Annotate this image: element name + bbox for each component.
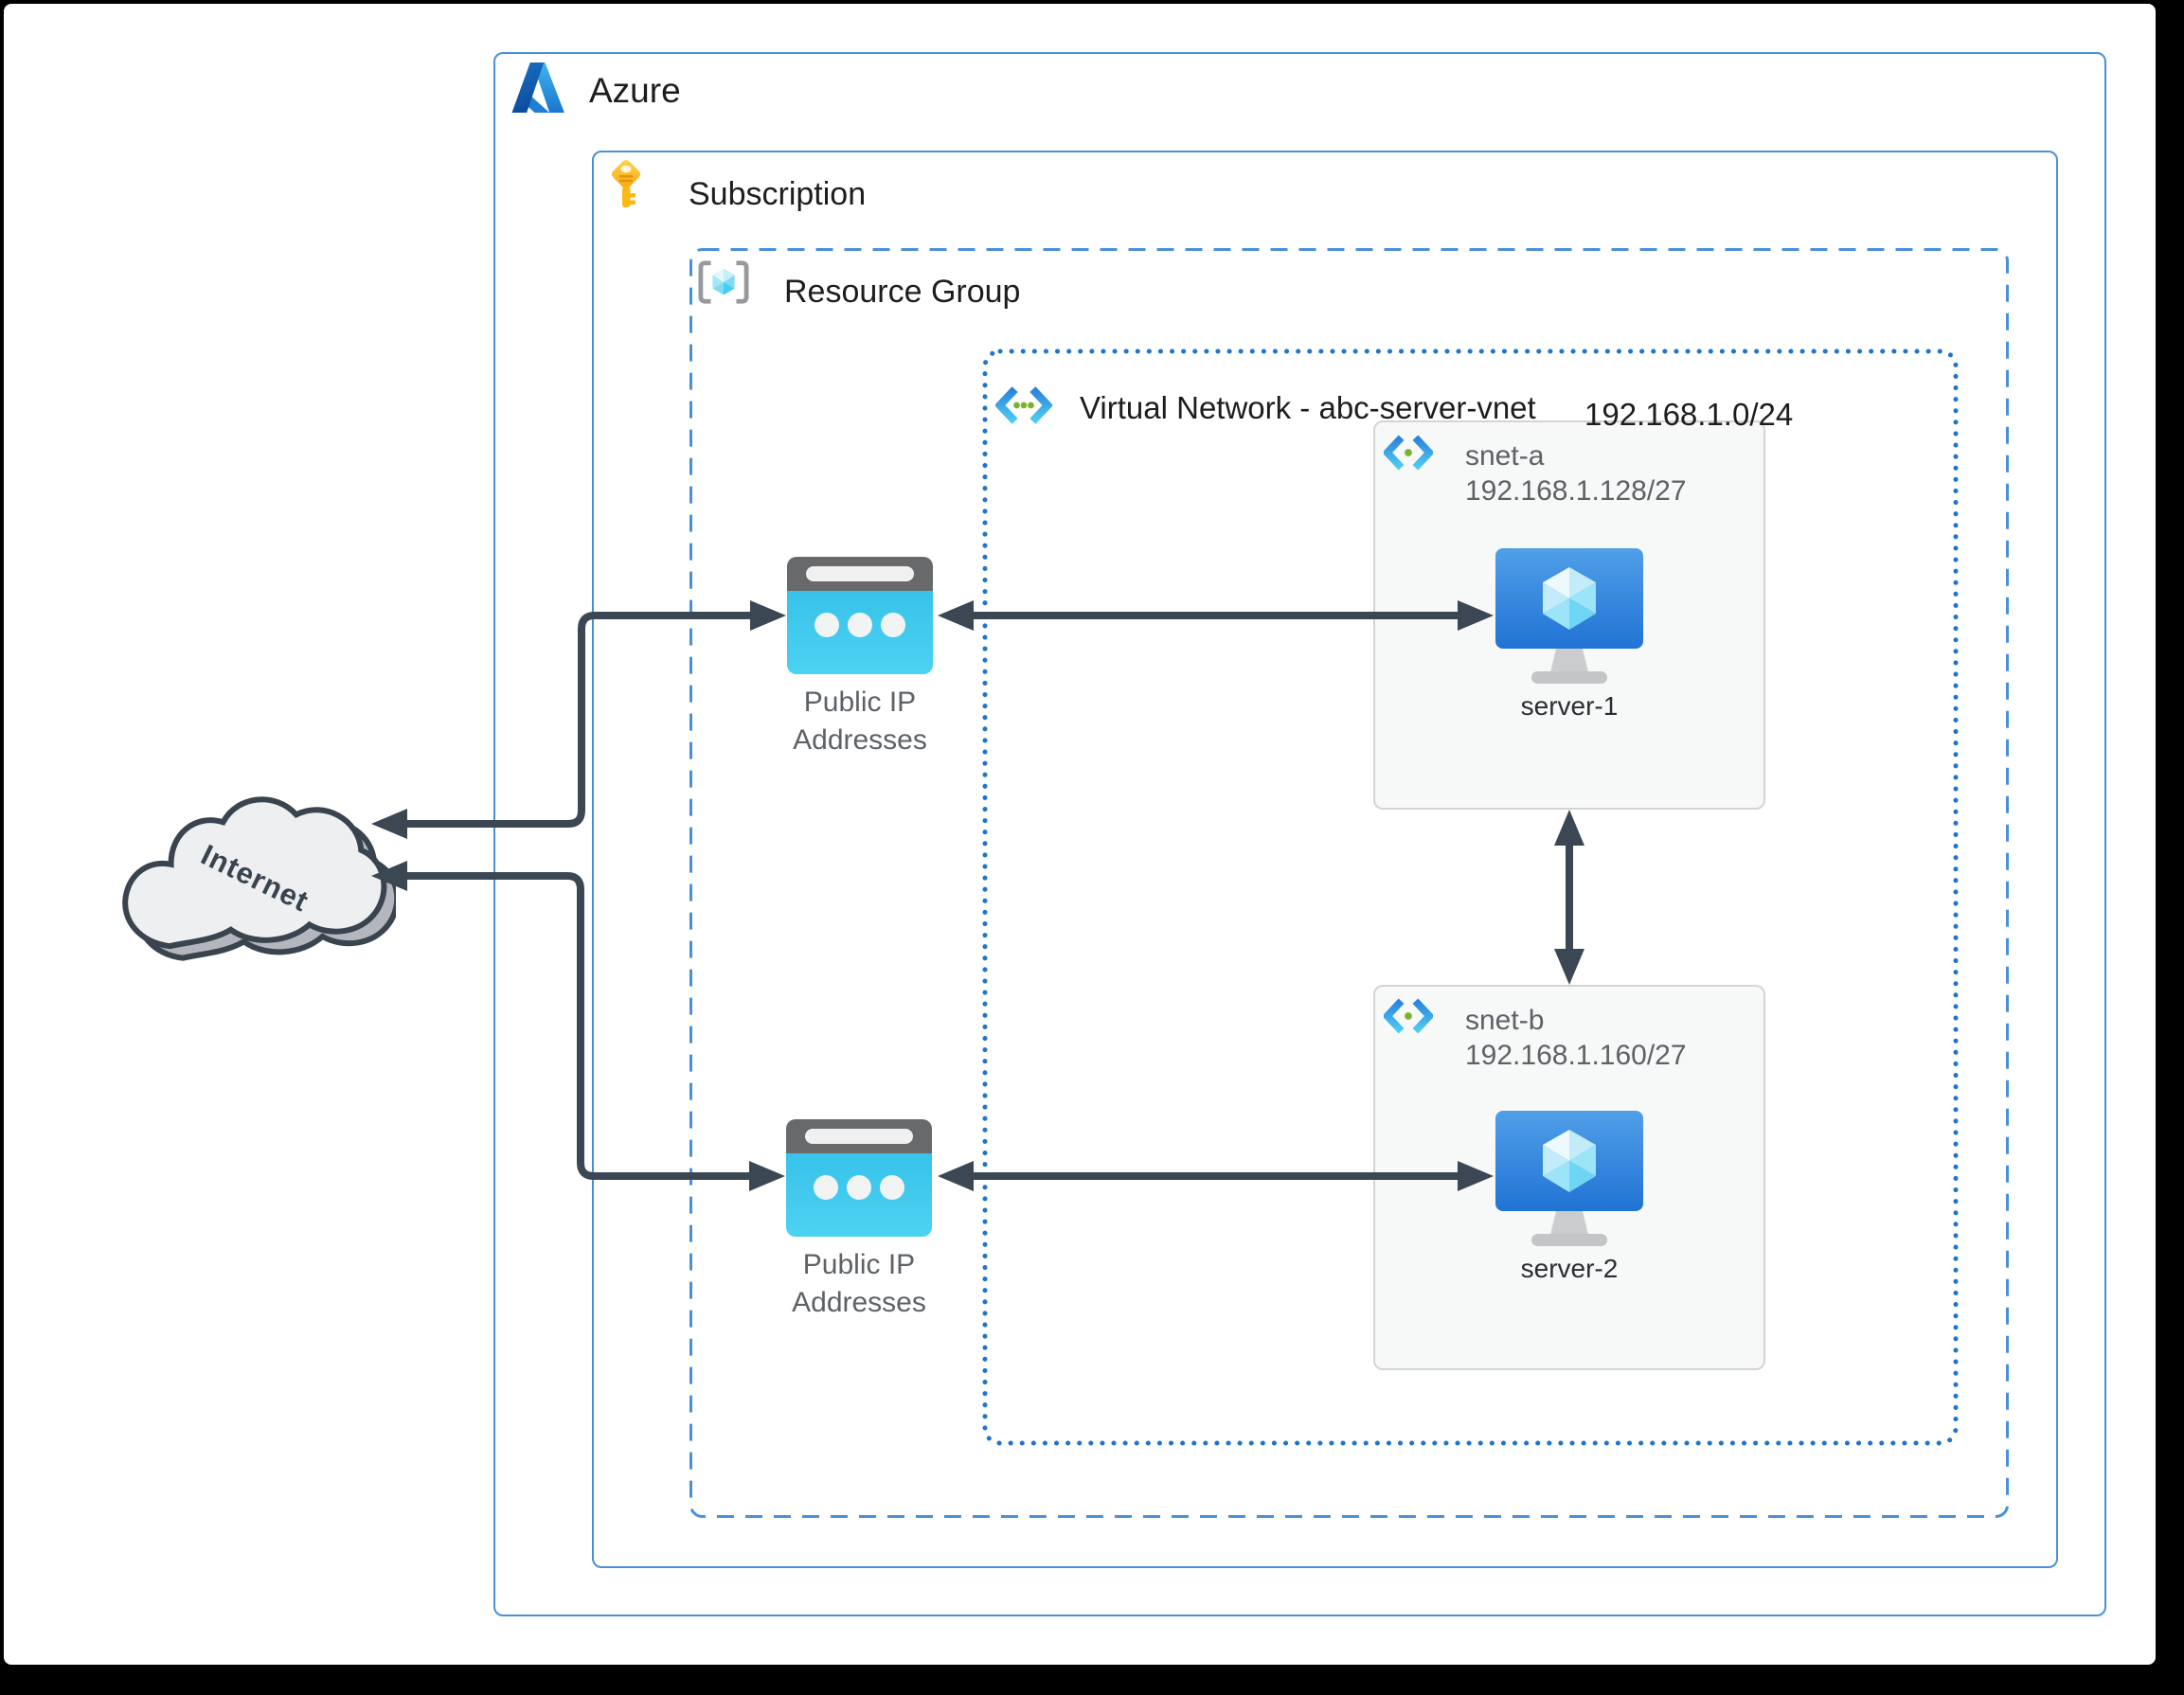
azure-label: Azure <box>589 71 681 110</box>
public-ip-titlebar <box>787 557 933 591</box>
public-ip-icon <box>786 1119 932 1237</box>
public-ip-dot <box>881 613 905 637</box>
public-ip-dot <box>814 1175 838 1200</box>
vnet-label: Virtual Network - abc-server-vnet <box>1080 390 1536 425</box>
vnet-cidr-label: 192.168.1.0/24 <box>1584 397 1794 432</box>
subscription-label: Subscription <box>689 176 867 212</box>
public-ip-titlebar <box>786 1119 932 1153</box>
public-ip-icon <box>787 557 933 674</box>
server-1-label: server-1 <box>1520 691 1619 721</box>
public-ip-dot <box>815 613 839 637</box>
vnet-boundary-box <box>982 348 1959 1446</box>
subnet-icon <box>1384 435 1433 471</box>
subnet-icon <box>1384 998 1433 1034</box>
subnet-b-cidr: 192.168.1.160/27 <box>1465 1040 1687 1071</box>
public-ip-body <box>787 591 933 674</box>
resource-group-icon <box>698 260 749 304</box>
public-ip-slot <box>805 1129 913 1144</box>
internet-cloud-icon: Internet <box>122 796 396 961</box>
public-ip-2-label: Public IP Addresses <box>792 1249 926 1318</box>
vm-icon <box>1495 1111 1643 1246</box>
vnet-dotted-border <box>982 348 1959 1446</box>
subscription-boundary-box <box>592 151 2058 1568</box>
subnet-a-cidr: 192.168.1.128/27 <box>1465 475 1687 507</box>
azure-logo-icon <box>511 62 564 113</box>
public-ip-body <box>786 1153 932 1237</box>
azure-boundary-box <box>493 52 2106 1616</box>
resource-group-boundary-box <box>689 248 2009 1518</box>
public-ip-slot <box>806 566 914 581</box>
public-ip-dot <box>880 1175 904 1200</box>
server-2-label: server-2 <box>1520 1254 1619 1283</box>
public-ip-1-label: Public IP Addresses <box>793 687 927 756</box>
public-ip-dot <box>848 613 872 637</box>
public-ip-dot <box>847 1175 871 1200</box>
subnet-b-name: snet-b <box>1465 1005 1545 1036</box>
key-icon <box>612 160 640 207</box>
subnet-a-name: snet-a <box>1465 440 1545 472</box>
vnet-icon <box>995 386 1052 424</box>
resource-group-label: Resource Group <box>784 274 1021 310</box>
vm-icon <box>1495 548 1643 684</box>
resource-group-dashed-border <box>689 248 2009 1518</box>
